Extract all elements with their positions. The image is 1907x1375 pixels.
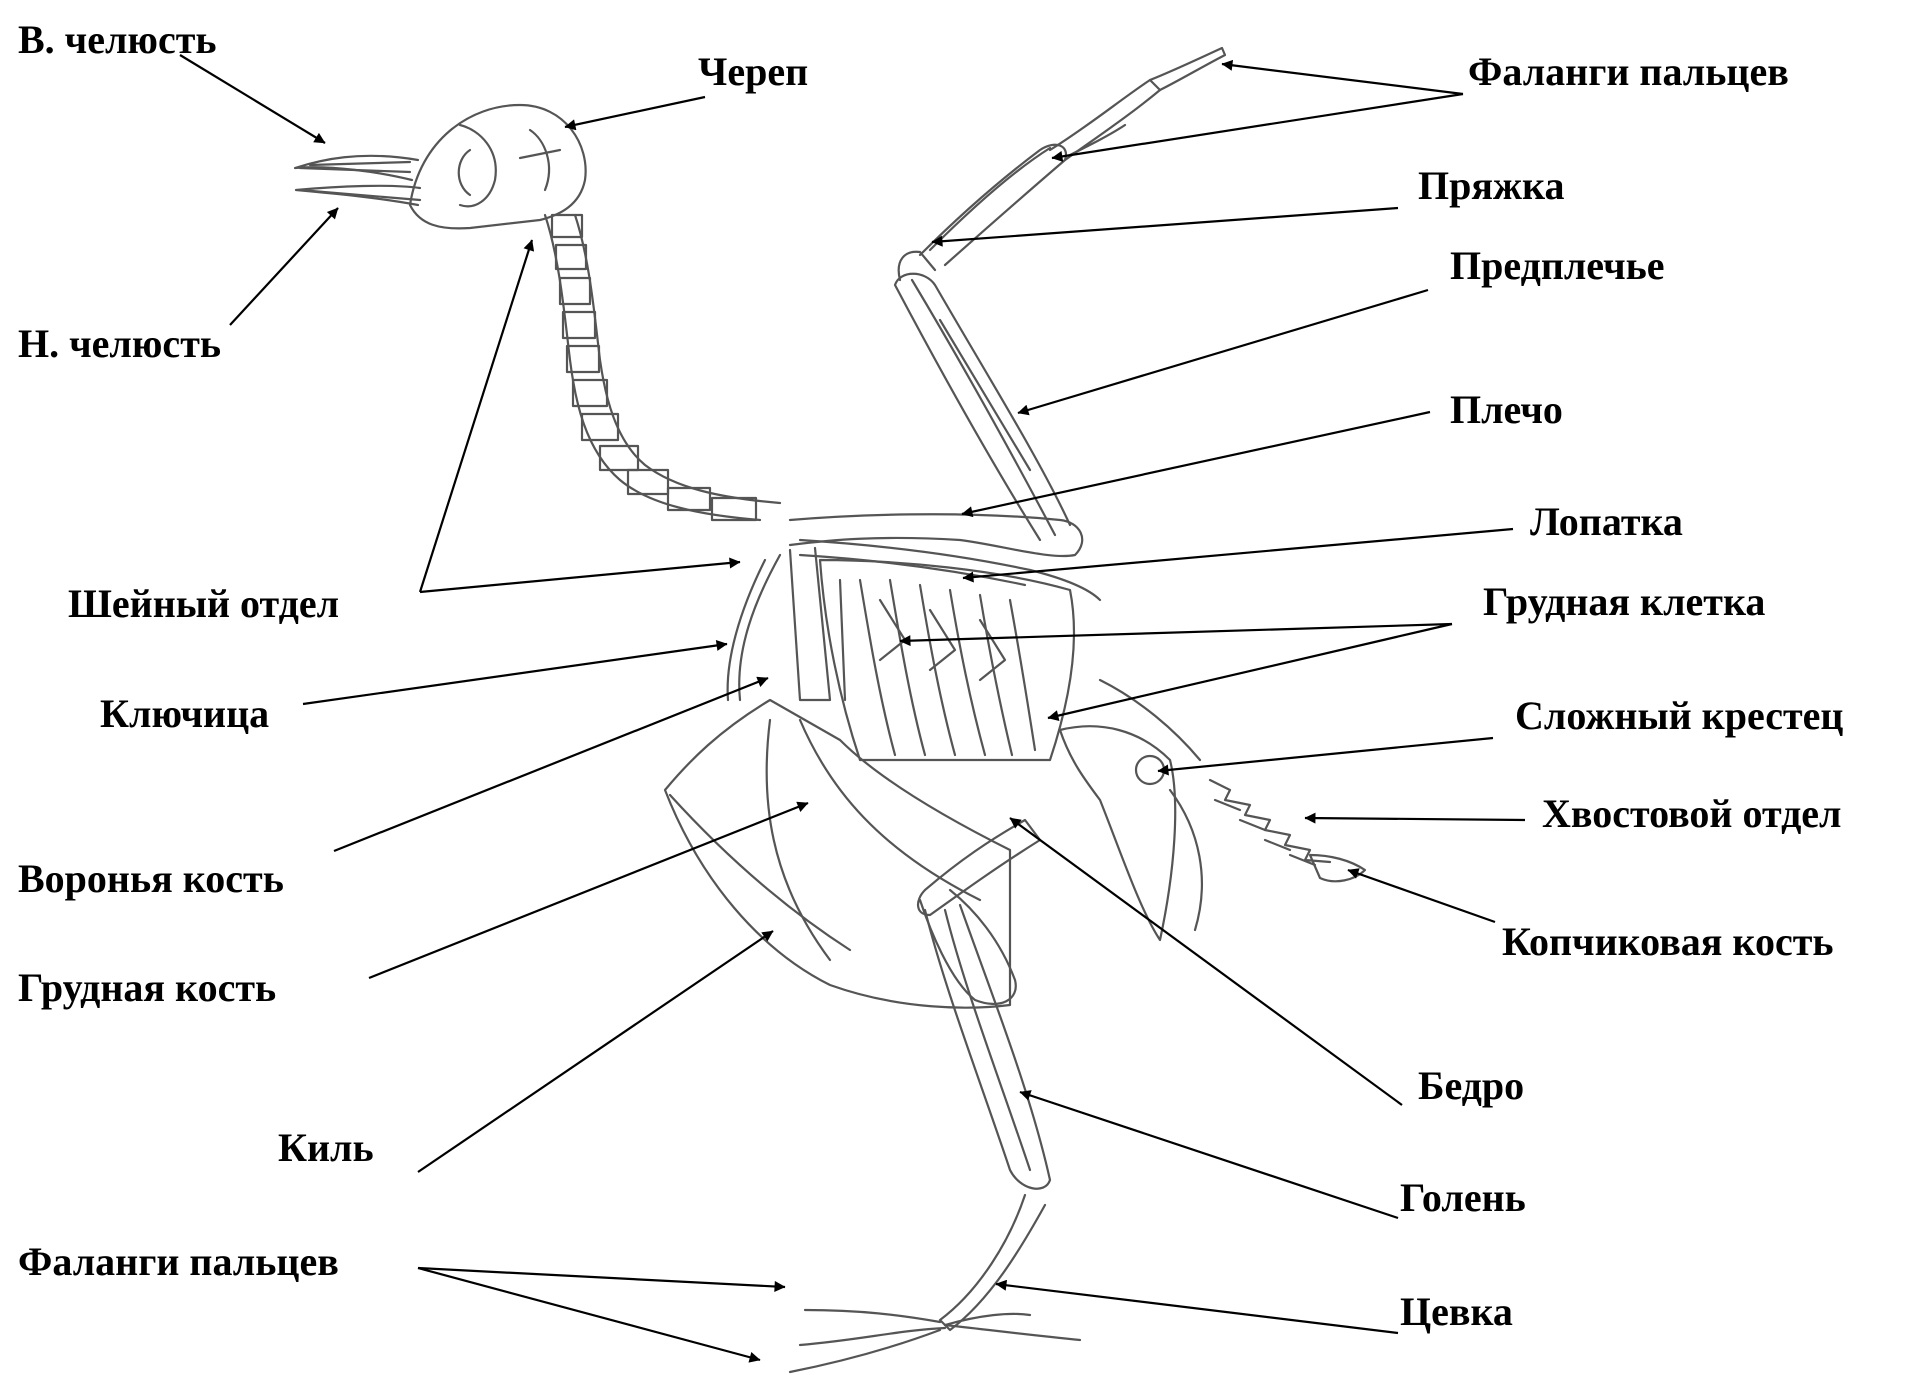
leader-femur bbox=[1010, 818, 1402, 1105]
label-ribcage: Грудная клетка bbox=[1483, 580, 1765, 624]
label-lower-jaw: Н. челюсть bbox=[18, 322, 221, 366]
ribcage-shape bbox=[820, 560, 1074, 760]
tarsus-shape bbox=[940, 1195, 1045, 1330]
label-pygostyle: Копчиковая кость bbox=[1502, 920, 1834, 964]
synsacrum-shape bbox=[1060, 680, 1202, 940]
lower-jaw-shape bbox=[296, 186, 420, 205]
label-caudal: Хвостовой отдел bbox=[1542, 792, 1842, 836]
tibia-shape bbox=[925, 905, 1050, 1189]
leader-forearm bbox=[1018, 290, 1428, 413]
pygostyle-shape bbox=[1310, 855, 1365, 881]
label-sternum: Грудная кость bbox=[18, 966, 276, 1010]
leader-scapula bbox=[963, 529, 1513, 578]
leader-synsacrum bbox=[1158, 738, 1493, 771]
leader-lines bbox=[180, 55, 1525, 1360]
caudal-vertebrae-shape bbox=[1210, 780, 1330, 865]
leader-upper-jaw bbox=[180, 55, 325, 143]
leader-pygostyle bbox=[1348, 870, 1495, 922]
cervical-vertebrae-shape bbox=[545, 215, 780, 520]
leader-ribcage-2 bbox=[1048, 624, 1452, 718]
leader-clavicle bbox=[303, 644, 727, 704]
label-cervical: Шейный отдел bbox=[68, 582, 339, 626]
label-tarsus: Цевка bbox=[1400, 1290, 1513, 1334]
label-clavicle: Ключица bbox=[100, 692, 269, 736]
leader-wing-phalanges-1 bbox=[1222, 64, 1463, 94]
leader-cervical-2 bbox=[420, 562, 740, 592]
leader-toe-phalanges-2 bbox=[418, 1268, 760, 1360]
leader-lower-jaw bbox=[230, 208, 338, 325]
leader-tibia bbox=[1020, 1092, 1398, 1218]
label-femur: Бедро bbox=[1418, 1064, 1524, 1108]
wing-shape bbox=[790, 48, 1225, 556]
skull-shape bbox=[410, 105, 586, 228]
leader-tarsus bbox=[996, 1284, 1398, 1333]
label-toe-phalanges: Фаланги пальцев bbox=[18, 1240, 339, 1284]
label-wing-phalanges: Фаланги пальцев bbox=[1468, 50, 1789, 94]
label-keel: Киль bbox=[278, 1126, 374, 1170]
clavicle-shape bbox=[728, 555, 780, 700]
leader-caudal bbox=[1305, 818, 1525, 820]
leader-carpometacarpus bbox=[932, 208, 1398, 242]
label-carpometacarpus: Пряжка bbox=[1418, 164, 1564, 208]
label-skull: Череп bbox=[698, 50, 808, 94]
label-synsacrum: Сложный крестец bbox=[1515, 694, 1843, 738]
label-tibia: Голень bbox=[1400, 1176, 1526, 1220]
label-scapula: Лопатка bbox=[1530, 500, 1683, 544]
label-upper-jaw: В. челюсть bbox=[18, 18, 217, 62]
leader-cervical-1 bbox=[420, 240, 532, 592]
label-humerus: Плечо bbox=[1450, 388, 1563, 432]
leader-skull bbox=[565, 97, 705, 127]
leader-humerus bbox=[962, 412, 1430, 514]
upper-jaw-shape bbox=[295, 156, 418, 180]
leader-keel bbox=[418, 931, 773, 1172]
leader-toe-phalanges-1 bbox=[418, 1268, 785, 1287]
label-coracoid: Воронья кость bbox=[18, 857, 284, 901]
leader-coracoid bbox=[334, 678, 768, 851]
label-forearm: Предплечье bbox=[1450, 244, 1665, 288]
toes-shape bbox=[790, 1310, 1080, 1372]
